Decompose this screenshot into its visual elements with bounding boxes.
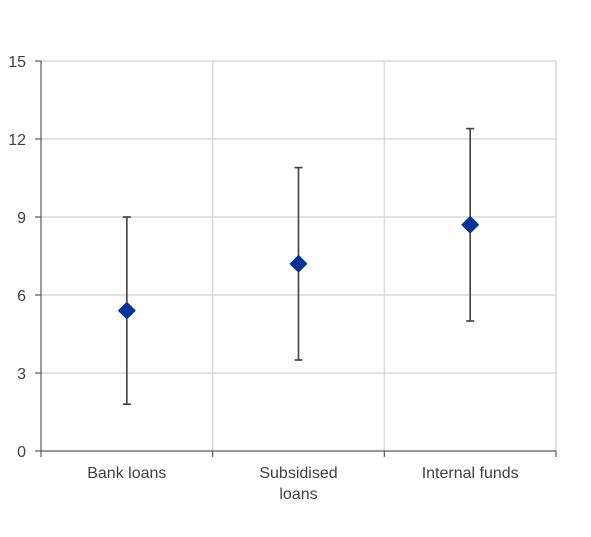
x-tick-label-line: Bank loans <box>87 465 166 482</box>
y-tick-label: 0 <box>17 444 26 461</box>
x-tick-label-line: loans <box>279 486 317 503</box>
y-tick-label: 3 <box>17 366 26 383</box>
x-tick-label-line: Subsidised <box>259 465 337 482</box>
x-tick-label: Subsidised loans <box>259 465 337 503</box>
data-point-diamond <box>461 215 480 234</box>
x-tick-label: Bank loans <box>87 465 166 482</box>
y-tick-label: 9 <box>17 210 26 227</box>
y-tick-label: 6 <box>17 288 26 305</box>
y-tick-label: 12 <box>8 132 26 149</box>
data-point-diamond <box>289 254 308 273</box>
data-point-diamond <box>117 301 136 320</box>
y-tick-label: 15 <box>8 54 26 71</box>
x-tick-label: Internal funds <box>422 465 519 482</box>
data-series <box>117 127 480 406</box>
x-tick-label-line: Internal funds <box>422 465 519 482</box>
axes <box>35 60 557 457</box>
